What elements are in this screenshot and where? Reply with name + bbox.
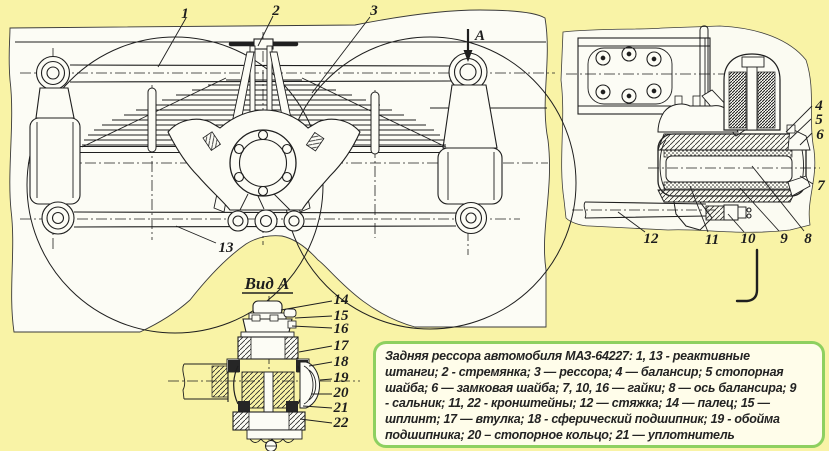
callout-5: 5 [815, 112, 823, 128]
callout-6: 6 [816, 127, 824, 143]
callout-3: 3 [369, 3, 378, 19]
section-arrow [463, 29, 473, 62]
callout-15: 15 [334, 308, 350, 324]
callout-18: 18 [334, 354, 350, 370]
caption-line: шайба; 6 — замковая шайба; 7, 10, 16 — г… [385, 380, 797, 395]
rail-bolts [595, 46, 662, 104]
caption-line: Задняя рессора автомобиля МАЗ-64227: 1, … [385, 349, 750, 363]
section-arrow-label: A [474, 28, 485, 44]
right-hanger-bracket [437, 84, 503, 235]
axle-lines [32, 146, 444, 153]
callout-10: 10 [741, 231, 757, 247]
tie-rod-assembly [572, 201, 752, 231]
callout-22: 22 [333, 415, 350, 431]
main-view [15, 15, 577, 334]
callout-16: 16 [334, 321, 350, 337]
balancer-bracket [167, 109, 361, 233]
balancer-axle-cylinder [648, 124, 820, 203]
callout-11: 11 [705, 232, 719, 248]
callout-20: 20 [333, 385, 350, 401]
caption-line: - сальник; 11, 22 - кронштейны; 12 — стя… [385, 396, 770, 411]
main-callout-leaders [157, 15, 371, 244]
view-a-title: Вид А [244, 274, 290, 293]
callout-14: 14 [334, 292, 350, 308]
caption-line: шплинт; 17 — втулка; 18 - сферический по… [385, 412, 780, 427]
caption-box: Задняя рессора автомобиля МАЗ-64227: 1, … [373, 341, 825, 448]
callout-13: 13 [219, 240, 235, 256]
bent-wire [735, 248, 759, 303]
right-callout-leaders [617, 105, 814, 233]
view-a [168, 292, 360, 451]
callout-12: 12 [644, 231, 660, 247]
callout-2: 2 [271, 3, 280, 19]
lower-bracket-block [232, 411, 306, 451]
spring-tower [723, 53, 781, 131]
right-view [566, 25, 820, 303]
callout-9: 9 [780, 231, 788, 247]
pin-shaft [182, 360, 229, 402]
view-a-callout-leaders [280, 300, 333, 424]
left-hanger-bracket [29, 87, 81, 235]
leaf-spring-stack [81, 77, 447, 155]
callout-4: 4 [814, 98, 823, 114]
callout-8: 8 [804, 231, 812, 247]
callout-19: 19 [334, 370, 350, 386]
caption-line: штанги; 2 - стремянка; 3 — рессора; 4 — … [385, 364, 784, 379]
frame-rail [566, 37, 726, 115]
callout-17: 17 [334, 338, 350, 354]
callout-7: 7 [817, 178, 825, 194]
caption-line: подшипника; 20 – стопорное кольцо; 21 — … [385, 427, 735, 442]
pin-head-and-nut [240, 300, 297, 338]
callout-1: 1 [181, 6, 189, 22]
upper-bracket-block [237, 336, 299, 360]
callout-21: 21 [333, 400, 349, 416]
